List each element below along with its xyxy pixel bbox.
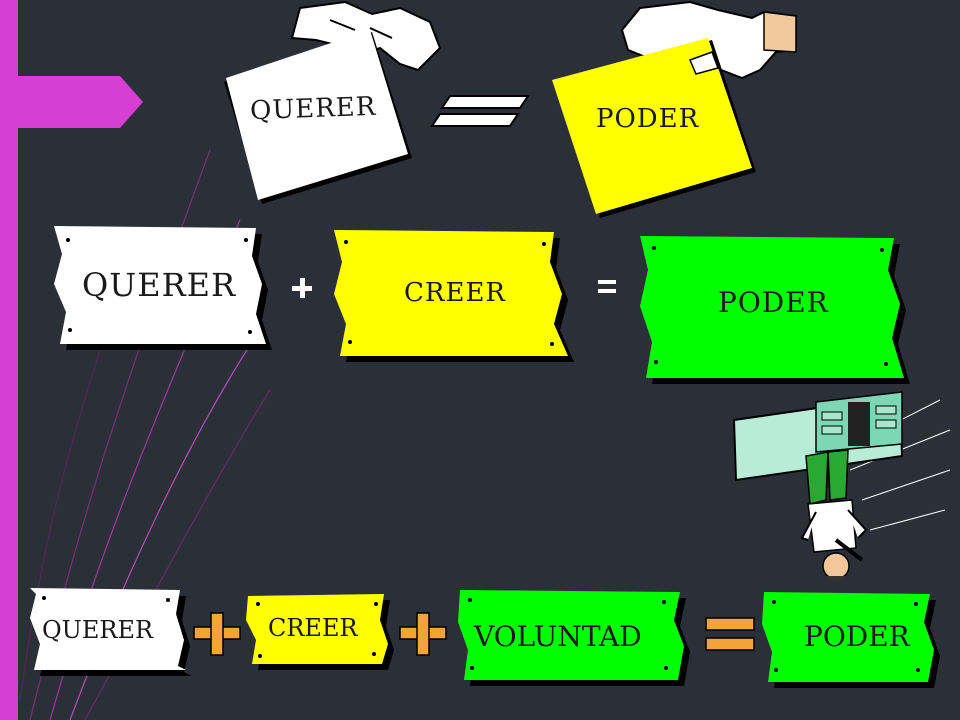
sign-querer-white xyxy=(54,226,272,350)
equals-sign-icon xyxy=(598,280,616,293)
sign-creer-yellow xyxy=(246,594,394,670)
man-lifting-desk-icon xyxy=(732,391,951,581)
sign-label: CREER xyxy=(268,614,358,642)
sign-label: VOLUNTAD xyxy=(474,620,642,653)
sign-creer-yellow xyxy=(334,230,574,362)
equals-sign-icon xyxy=(705,617,755,651)
card-poder-yellow xyxy=(552,38,756,218)
plus-sign-icon xyxy=(399,612,447,656)
sign-querer-white xyxy=(30,588,192,676)
sign-label: CREER xyxy=(404,278,507,308)
accent-bar xyxy=(0,0,143,720)
sign-poder-green xyxy=(762,592,940,688)
card-label: QUERER xyxy=(249,91,377,127)
card-querer-white xyxy=(224,30,412,204)
sign-label: QUERER xyxy=(42,616,154,644)
sign-voluntad-green xyxy=(458,590,690,686)
sign-label: PODER xyxy=(718,286,829,319)
plus-sign-icon xyxy=(292,278,312,298)
sign-label: PODER xyxy=(804,620,910,653)
equals-sign-icon xyxy=(430,95,530,127)
card-label: PODER xyxy=(596,104,700,134)
sign-poder-green xyxy=(640,236,910,384)
sign-label: QUERER xyxy=(82,266,237,304)
plus-sign-icon xyxy=(193,612,241,656)
